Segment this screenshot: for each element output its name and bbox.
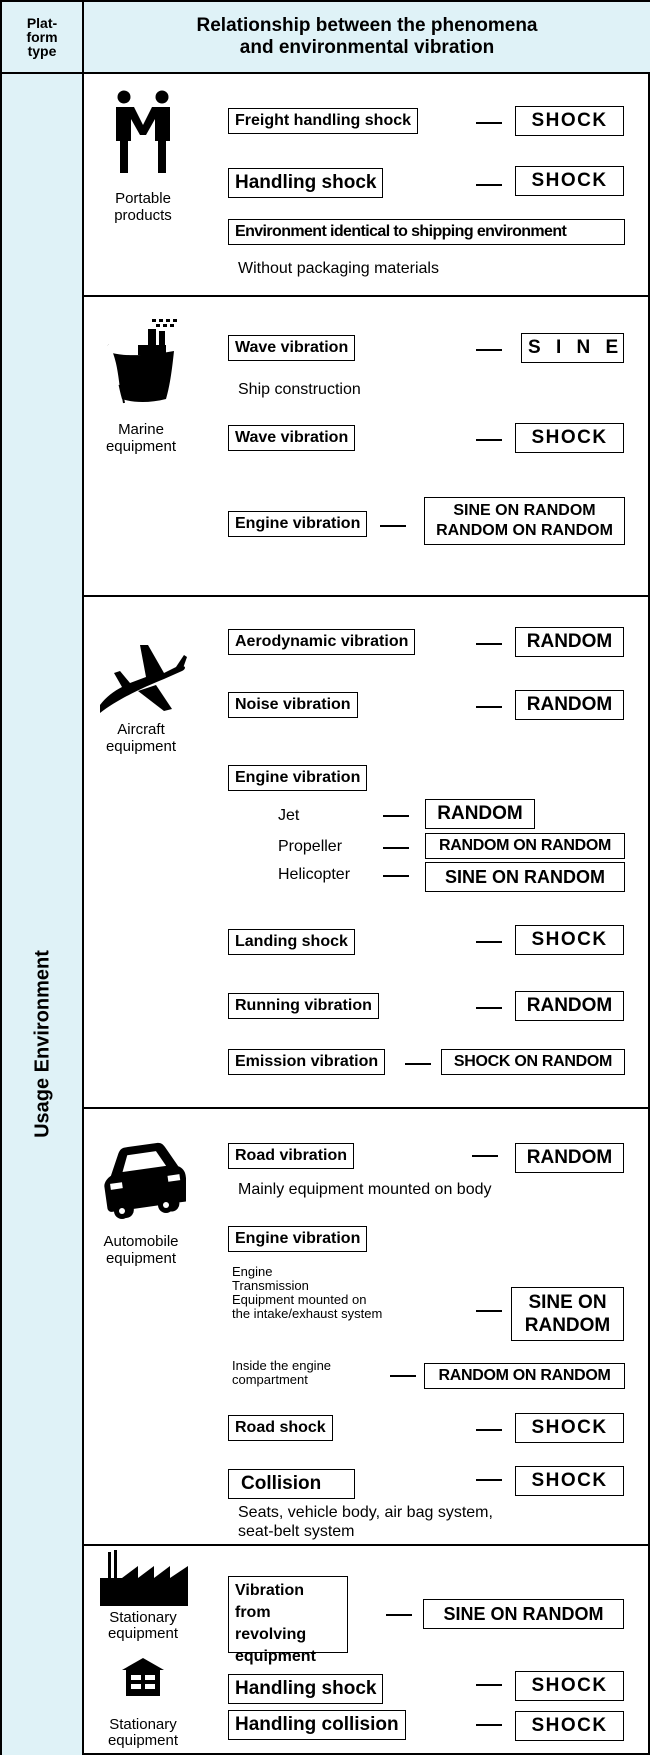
road-shock-label: Road shock	[228, 1415, 333, 1441]
airplane-icon	[100, 645, 187, 713]
connector	[476, 941, 502, 943]
road-vibration-label: Road vibration	[228, 1143, 355, 1169]
engine-compartment-note: Inside the engine compartment	[232, 1358, 332, 1387]
usage-environment-column: Usage Environment	[2, 74, 84, 1755]
connector	[476, 184, 502, 186]
marine-caption: Marine equipment	[105, 421, 177, 455]
emission-vibration-label: Emission vibration	[228, 1049, 386, 1075]
stationary-handling-shock-result: SHOCK	[515, 1671, 624, 1701]
connector	[476, 439, 502, 441]
shipping-environment-label: Environment identical to shipping enviro…	[228, 219, 625, 245]
section-portable: Portable products Freight handling shock…	[84, 74, 650, 297]
connector	[472, 1155, 498, 1157]
revolving-equipment-label: Vibration from revolving equipment	[228, 1576, 348, 1665]
landing-shock-label: Landing shock	[228, 929, 355, 955]
connector	[476, 643, 502, 645]
running-vibration-label: Running vibration	[228, 993, 379, 1019]
handling-shock-label: Handling shock	[228, 168, 384, 198]
connector	[476, 1724, 502, 1726]
stationary-caption-1: Stationary equipment	[107, 1609, 179, 1642]
landing-shock-result: SHOCK	[515, 925, 624, 955]
connector	[405, 1063, 431, 1065]
portable-caption: Portable products	[114, 190, 172, 224]
platform-type-header: Plat- form type	[2, 2, 84, 74]
handling-collision-label: Handling collision	[228, 1710, 406, 1740]
noise-vibration-result: RANDOM	[515, 690, 624, 720]
connector	[476, 122, 502, 124]
road-vibration-result: RANDOM	[515, 1143, 624, 1173]
section-aircraft: Aircraft equipment Aerodynamic vibration…	[84, 597, 650, 1109]
propeller-label: Propeller	[278, 838, 343, 855]
handling-shock-result: SHOCK	[515, 166, 624, 196]
connector	[476, 706, 502, 708]
connector	[476, 1429, 502, 1431]
without-packaging-note: Without packaging materials	[238, 260, 439, 277]
freight-handling-shock-result: SHOCK	[515, 106, 624, 136]
aircraft-caption: Aircraft equipment	[105, 721, 177, 755]
propeller-result: RANDOM ON RANDOM	[425, 833, 625, 859]
ship-construction-note: Ship construction	[238, 381, 361, 398]
connector	[386, 1614, 412, 1616]
connector	[476, 1007, 502, 1009]
road-vibration-note: Mainly equipment mounted on body	[238, 1181, 492, 1198]
marine-engine-vibration-result: SINE ON RANDOM RANDOM ON RANDOM	[424, 497, 625, 545]
connector	[383, 875, 409, 877]
connector	[476, 1310, 502, 1312]
car-icon	[104, 1142, 186, 1219]
factory-icon	[100, 1550, 188, 1606]
collision-note: Seats, vehicle body, air bag system, sea…	[238, 1504, 493, 1540]
section-stationary: Stationary equipment Stationary equipmen…	[84, 1546, 650, 1755]
section-marine: Marine equipment Wave vibration S I N E …	[84, 297, 650, 597]
emission-vibration-result: SHOCK ON RANDOM	[441, 1049, 625, 1075]
connector	[380, 525, 406, 527]
freight-handling-shock-label: Freight handling shock	[228, 108, 419, 134]
connector	[383, 847, 409, 849]
wave-vibration-shock-label: Wave vibration	[228, 425, 356, 451]
jet-label: Jet	[278, 807, 300, 824]
connector	[390, 1375, 416, 1377]
revolving-equipment-result: SINE ON RANDOM	[423, 1599, 624, 1629]
road-shock-result: SHOCK	[515, 1413, 624, 1443]
wave-vibration-shock-result: SHOCK	[515, 423, 624, 453]
building-icon	[122, 1658, 164, 1696]
section-automobile: Automobile equipment Road vibration RAND…	[84, 1109, 650, 1546]
auto-engine-vibration-result: SINE ON RANDOM	[511, 1287, 624, 1341]
engine-note: Engine Transmission Equipment mounted on…	[232, 1264, 383, 1321]
helicopter-label: Helicopter	[278, 866, 351, 883]
connector	[383, 815, 409, 817]
noise-vibration-label: Noise vibration	[228, 692, 358, 718]
engine-compartment-result: RANDOM ON RANDOM	[424, 1363, 625, 1389]
connector	[476, 1684, 502, 1686]
wave-vibration-label: Wave vibration	[228, 335, 356, 361]
wave-vibration-sine-result: S I N E	[521, 333, 624, 363]
connector	[476, 349, 502, 351]
usage-environment-label: Usage Environment	[31, 950, 54, 1138]
relationship-header: Relationship between the phenomena and e…	[84, 2, 650, 74]
collision-result: SHOCK	[515, 1466, 624, 1496]
stationary-caption-2: Stationary equipment	[107, 1716, 179, 1749]
stationary-handling-shock-label: Handling shock	[228, 1674, 384, 1704]
connector	[476, 1479, 502, 1481]
running-vibration-result: RANDOM	[515, 991, 624, 1021]
aircraft-engine-vibration-label: Engine vibration	[228, 765, 368, 791]
marine-engine-vibration-label: Engine vibration	[228, 511, 368, 537]
helicopter-result: SINE ON RANDOM	[425, 862, 625, 892]
handling-collision-result: SHOCK	[515, 1711, 624, 1741]
aerodynamic-vibration-result: RANDOM	[515, 627, 624, 657]
people-icon	[116, 90, 170, 173]
auto-engine-vibration-label: Engine vibration	[228, 1226, 368, 1252]
ship-icon	[106, 319, 177, 404]
jet-result: RANDOM	[425, 799, 535, 829]
aerodynamic-vibration-label: Aerodynamic vibration	[228, 629, 416, 655]
collision-label: Collision	[228, 1469, 355, 1499]
automobile-caption: Automobile equipment	[103, 1233, 179, 1267]
